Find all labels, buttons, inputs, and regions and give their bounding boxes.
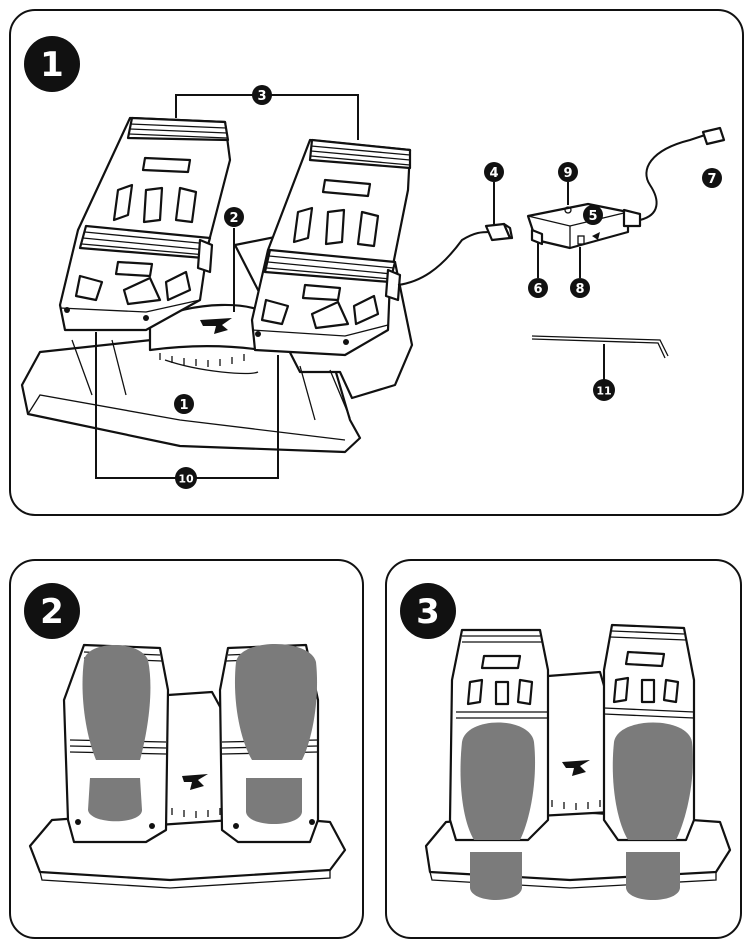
callout-led: 9 [558,162,578,182]
svg-text:3: 3 [257,89,266,104]
rj12-connector [484,222,514,242]
figure-3-panel [385,559,742,939]
svg-text:2: 2 [229,211,238,226]
right-pedal [250,138,412,357]
callout-rj12-connector: 4 [484,162,504,182]
svg-text:4: 4 [489,166,498,181]
left-foot-print-fig3 [460,722,536,840]
callout-usb-connector: 7 [702,168,722,188]
svg-text:8: 8 [575,282,584,297]
figure-number-badge-1: 1 [24,36,80,92]
figure-number-badge-3: 3 [400,583,456,639]
svg-text:1: 1 [40,45,64,85]
callout-rj12-port: 6 [528,278,548,298]
svg-text:5: 5 [588,209,597,224]
left-pedal [58,116,232,332]
right-heel-print [246,778,302,824]
right-heel-print-fig3 [626,852,680,900]
allen-key [531,335,669,359]
callout-mode-selector: 8 [570,278,590,298]
svg-text:2: 2 [40,592,64,632]
figure-3-illustration [424,623,732,900]
callout-allen-key: 11 [593,379,615,401]
right-foot-print-fig3 [612,722,693,840]
callout-center-plate: 2 [224,207,244,227]
left-heel-print-fig3 [470,852,522,900]
svg-text:7: 7 [707,172,716,187]
right-foot-print [234,644,318,760]
svg-text:6: 6 [533,282,542,297]
figure-number-badge-2: 2 [24,583,80,639]
figure-2-panel [9,559,364,939]
callout-base: 1 [174,394,194,414]
figure-2-illustration [28,643,347,889]
svg-text:3: 3 [416,592,440,632]
svg-text:1: 1 [179,398,188,413]
callout-footrests: 3 [252,85,272,105]
callout-heel-rests: 10 [175,467,197,489]
callout-usb-adapter-box: 5 [583,205,603,225]
svg-text:9: 9 [563,166,572,181]
usb-adapter-box [526,202,642,250]
left-foot-print [82,645,151,760]
svg-text:11: 11 [596,385,611,398]
svg-text:10: 10 [178,473,194,486]
left-heel-print [88,778,142,822]
usb-plug [701,126,726,146]
